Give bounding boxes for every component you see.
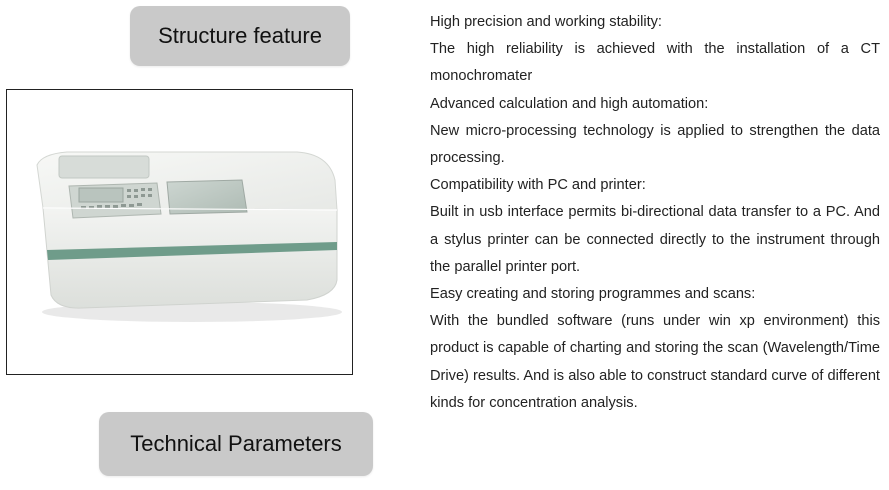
structure-feature-heading: Structure feature [130, 6, 350, 66]
feature-body: The high reliability is achieved with th… [430, 41, 880, 85]
product-image [6, 89, 353, 375]
feature-body: New micro-processing technology is appli… [430, 122, 880, 167]
technical-parameters-label: Technical Parameters [130, 431, 342, 456]
feature-title: Compatibility with PC and printer: [430, 177, 646, 194]
technical-parameters-heading: Technical Parameters [99, 412, 373, 476]
feature-description: High precision and working stability: Th… [430, 9, 880, 417]
feature-body: With the bundled software (runs under wi… [430, 313, 880, 411]
feature-body: Built in usb interface permits bi-direct… [430, 204, 880, 275]
spectrophotometer-illustration [36, 151, 342, 322]
feature-title: Advanced calculation and high automation… [430, 95, 709, 112]
structure-feature-label: Structure feature [158, 23, 322, 48]
feature-title: Easy creating and storing programmes and… [430, 286, 756, 303]
feature-title: High precision and working stability: [430, 14, 662, 30]
